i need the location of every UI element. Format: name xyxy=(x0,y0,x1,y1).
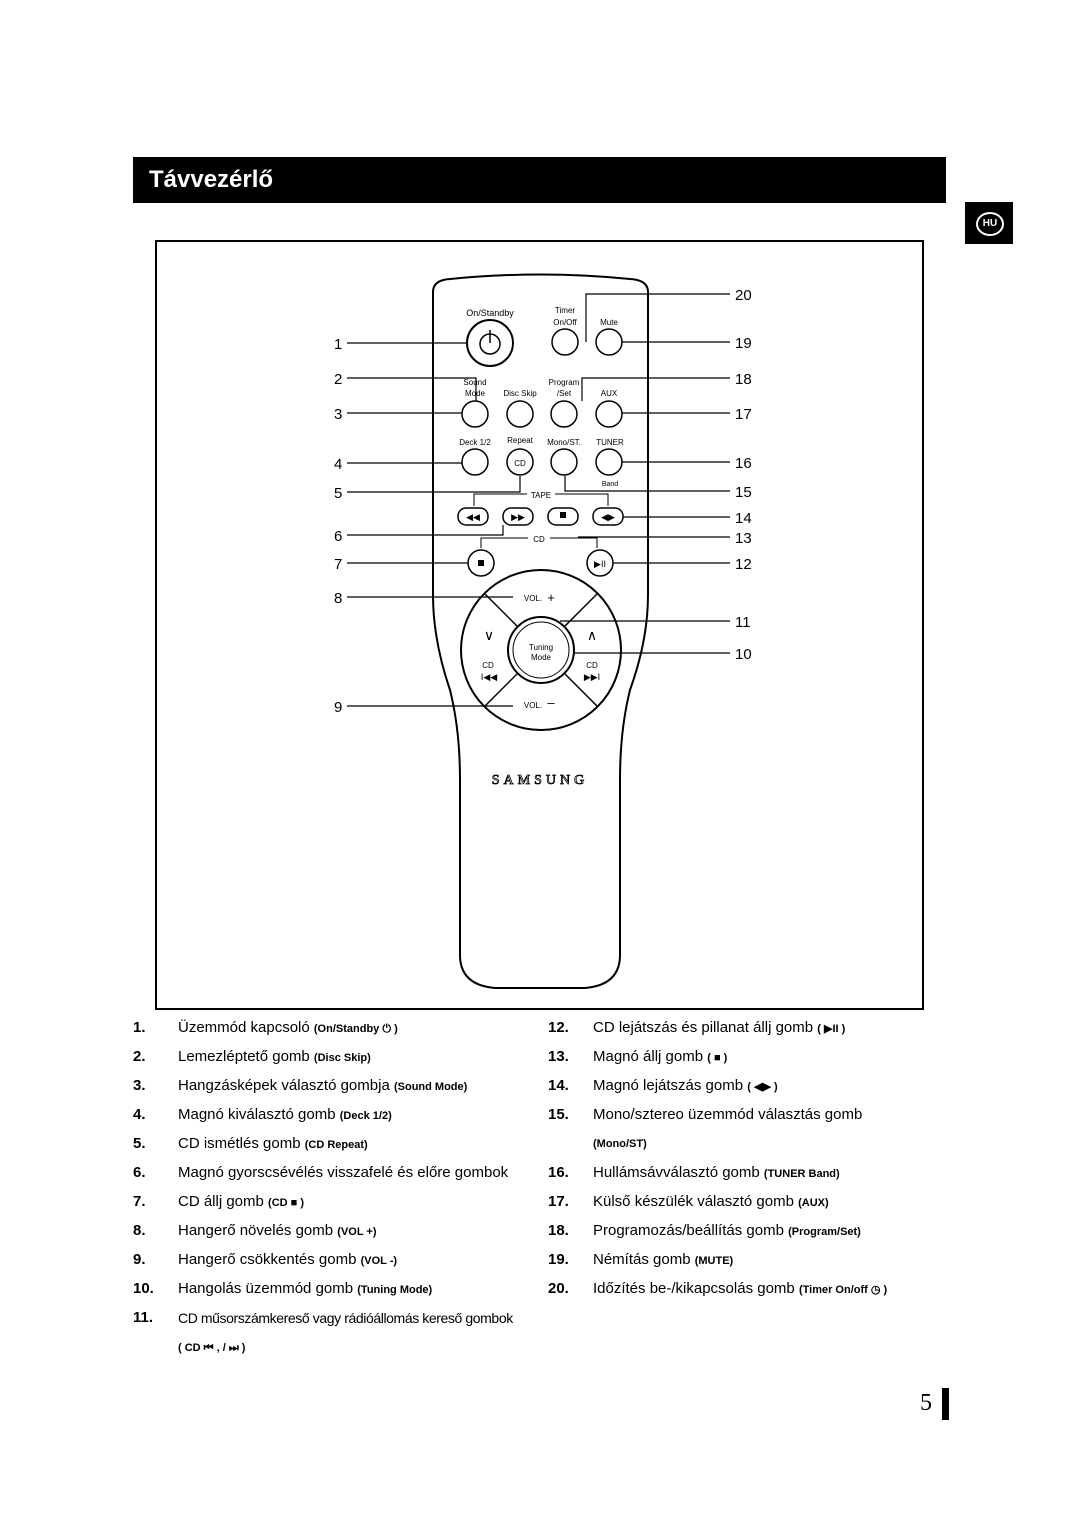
label-on-off: On/Off xyxy=(553,318,577,327)
program-set-button xyxy=(550,400,578,428)
label-tuning-mode: Mode xyxy=(531,653,552,662)
label-program: Program xyxy=(549,378,580,387)
timer-button xyxy=(551,328,579,356)
cd-stop-icon xyxy=(478,560,484,566)
play-icon: ◀▶ xyxy=(601,512,615,522)
disc-skip-button xyxy=(506,400,534,428)
fast-forward-icon: ▶▶ xyxy=(511,512,525,522)
callout-20: 20 xyxy=(735,287,752,304)
tape-forward-button xyxy=(502,507,534,526)
callout-4: 4 xyxy=(334,456,342,473)
brand-logo: SAMSUNG xyxy=(492,773,588,788)
down-chevron-icon: ∨ xyxy=(484,627,494,643)
mute-button xyxy=(595,328,623,356)
plus-icon: + xyxy=(547,590,555,605)
callout-18: 18 xyxy=(735,371,752,388)
label-on-standby: On/Standby xyxy=(466,308,514,318)
callout-7: 7 xyxy=(334,556,342,573)
callout-9: 9 xyxy=(334,699,342,716)
callout-16: 16 xyxy=(735,455,752,472)
legend-extra-cd-skip: ( CD ⏮ , / ⏭ ) xyxy=(178,1342,246,1354)
figure-frame xyxy=(155,240,924,1010)
tuning-mode-button xyxy=(507,616,575,684)
vol-up-label: VOL. xyxy=(524,594,542,603)
rewind-icon: ◀◀ xyxy=(466,512,480,522)
language-badge: HU xyxy=(965,202,1013,244)
skip-forward-icon: ▶▶I xyxy=(584,672,600,682)
legend-extra-mono-st: (Mono/ST) xyxy=(593,1138,647,1150)
callout-1: 1 xyxy=(334,336,342,353)
label-tuning: Tuning xyxy=(529,643,553,652)
callout-15: 15 xyxy=(735,484,752,501)
play-pause-icon: ▶II xyxy=(594,559,606,569)
callout-19: 19 xyxy=(735,335,752,352)
skip-back-icon: I◀◀ xyxy=(481,672,497,682)
language-badge-label: HU xyxy=(976,212,1004,236)
cd-prev-label: CD xyxy=(482,661,494,670)
callout-10: 10 xyxy=(735,646,752,663)
callout-6: 6 xyxy=(334,528,342,545)
label-mono-st: Mono/ST. xyxy=(547,438,581,447)
label-cd-button: CD xyxy=(514,459,526,468)
aux-button xyxy=(595,400,623,428)
label-sound: Sound xyxy=(463,378,486,387)
cd-repeat-button xyxy=(506,448,534,476)
mono-st-button xyxy=(550,448,578,476)
label-band: Band xyxy=(602,481,618,488)
page-number: 5 xyxy=(920,1390,932,1416)
label-deck: Deck 1/2 xyxy=(459,438,491,447)
vol-down-label: VOL. xyxy=(524,701,542,710)
callout-11: 11 xyxy=(735,614,751,631)
label-set: /Set xyxy=(557,389,572,398)
section-title-bar: Távvezérlő xyxy=(133,157,946,203)
stop-icon xyxy=(560,512,566,518)
minus-icon: – xyxy=(547,695,555,710)
page-title: Távvezérlő xyxy=(149,166,274,193)
sound-mode-button xyxy=(461,400,489,428)
callout-8: 8 xyxy=(334,590,342,607)
callout-2: 2 xyxy=(334,371,342,388)
page-number-bar xyxy=(942,1388,949,1420)
label-aux: AUX xyxy=(601,389,618,398)
label-tape: TAPE xyxy=(531,491,551,500)
label-timer: Timer xyxy=(555,306,575,315)
callout-13: 13 xyxy=(735,530,752,547)
tape-rewind-button xyxy=(457,507,489,526)
label-cd-bracket: CD xyxy=(533,535,545,544)
callout-17: 17 xyxy=(735,406,752,423)
tuner-band-button xyxy=(595,448,623,476)
callout-5: 5 xyxy=(334,485,342,502)
label-tuner: TUNER xyxy=(596,438,624,447)
label-mute: Mute xyxy=(600,318,618,327)
callout-3: 3 xyxy=(334,406,342,423)
label-repeat: Repeat xyxy=(507,436,534,445)
deck-button xyxy=(461,448,489,476)
label-mode: Mode xyxy=(465,389,486,398)
callout-14: 14 xyxy=(735,510,752,527)
callout-12: 12 xyxy=(735,556,752,573)
cd-next-label: CD xyxy=(586,661,598,670)
up-chevron-icon: ∧ xyxy=(587,627,597,643)
label-disc-skip: Disc Skip xyxy=(503,389,537,398)
